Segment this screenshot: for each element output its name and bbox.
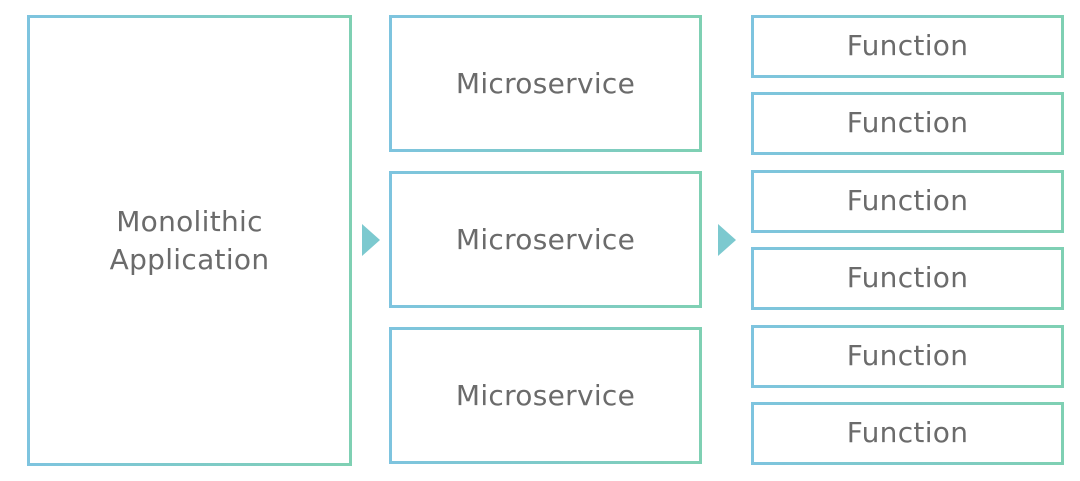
function-box-1: Function bbox=[751, 15, 1064, 78]
function-label: Function bbox=[846, 260, 969, 294]
monolithic-application-box: Monolithic Application bbox=[27, 15, 352, 466]
function-box-2: Function bbox=[751, 92, 1064, 155]
arrow-right-icon bbox=[362, 224, 380, 256]
monolithic-label-line-1: Monolithic bbox=[116, 204, 263, 238]
monolithic-label-line-2: Application bbox=[109, 242, 270, 276]
function-label: Function bbox=[846, 183, 969, 217]
function-label: Function bbox=[846, 338, 969, 372]
function-label: Function bbox=[846, 415, 969, 449]
function-box-5: Function bbox=[751, 325, 1064, 388]
monolithic-application-label: Monolithic Application bbox=[110, 203, 270, 279]
microservice-label: Microservice bbox=[455, 66, 636, 100]
function-box-4: Function bbox=[751, 247, 1064, 310]
function-box-6: Function bbox=[751, 402, 1064, 465]
function-box-3: Function bbox=[751, 170, 1064, 233]
microservice-box-1: Microservice bbox=[389, 15, 702, 152]
microservice-box-2: Microservice bbox=[389, 171, 702, 308]
function-label: Function bbox=[846, 105, 969, 139]
microservice-label: Microservice bbox=[455, 378, 636, 412]
microservice-box-3: Microservice bbox=[389, 327, 702, 464]
arrow-right-icon bbox=[718, 224, 736, 256]
microservice-label: Microservice bbox=[455, 222, 636, 256]
function-label: Function bbox=[846, 28, 969, 62]
